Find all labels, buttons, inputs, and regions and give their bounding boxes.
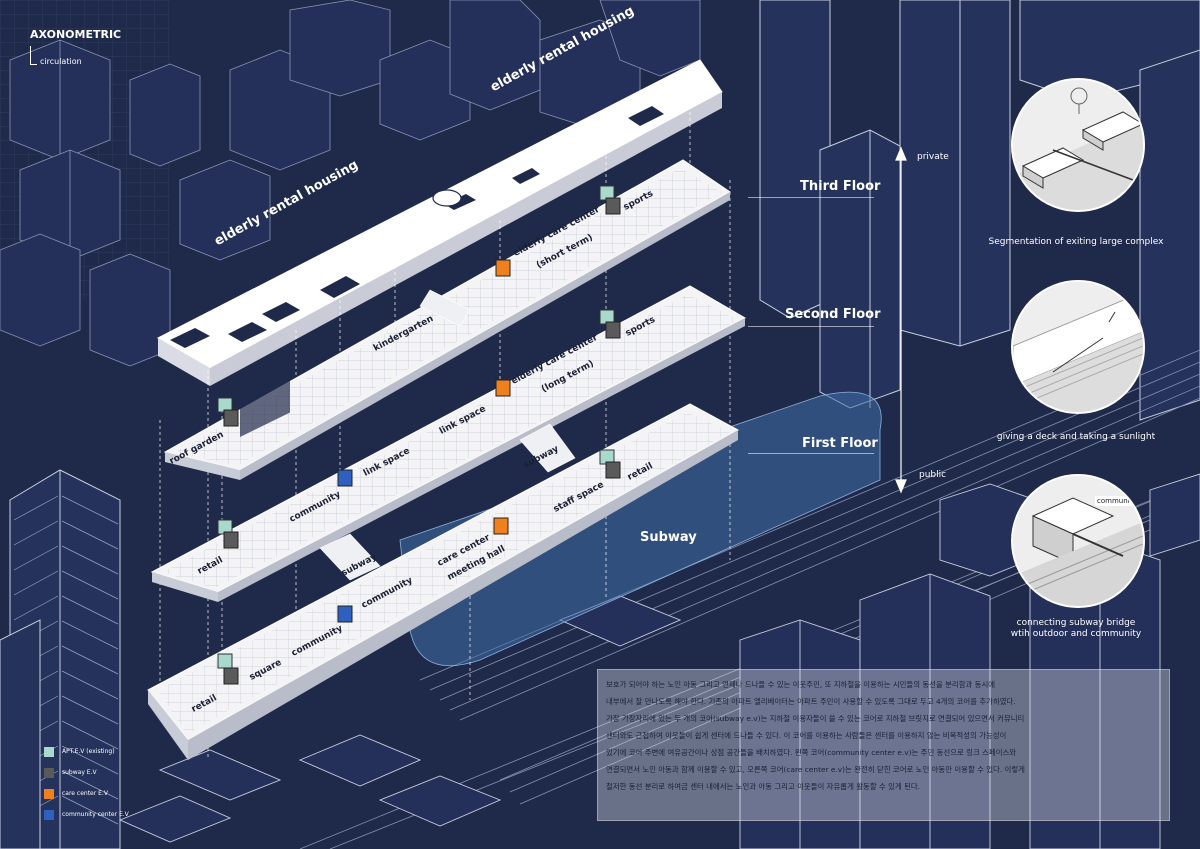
privacy-private-label: private xyxy=(917,152,949,162)
background-city-bottom-left xyxy=(118,595,682,843)
description-line: 가장 가장자리에 있는 두 개의 코어(subway e.v)는 지하철 이용자… xyxy=(606,714,1025,723)
leader-second xyxy=(748,326,874,327)
privacy-arrow xyxy=(895,146,907,494)
first-floor-plate xyxy=(147,403,740,760)
description-line: 있기에 코어 주변에 여유공간이나 상점 공간들을 배치하였다. 왼쪽 코어(c… xyxy=(606,748,1017,757)
description-panel: 보호가 되어야 하는 노인 아동 그리고 언제나 드나들 수 있는 이웃주민, … xyxy=(597,669,1170,821)
left-tower xyxy=(0,469,121,849)
description-line: 연결되면서 노인 아동과 함께 이용할 수 있고, 오른쪽 코어(care ce… xyxy=(606,765,1025,774)
legend-swatch-subway xyxy=(44,768,54,778)
callout-deck-drawing xyxy=(1013,282,1143,412)
callout-bridge-drawing xyxy=(1013,476,1143,606)
privacy-public-label: public xyxy=(919,470,947,480)
page-title: AXONOMETRIC xyxy=(30,28,122,41)
description-line: 보호가 되어야 하는 노인 아동 그리고 언제나 드나들 수 있는 이웃주민, … xyxy=(606,680,996,689)
roof-slab xyxy=(156,59,723,386)
callout-bridge-caption: connecting subway bridge xyxy=(1016,618,1136,628)
label-third-floor: Third Floor xyxy=(800,179,881,194)
legend-label-community: community center E.V xyxy=(62,811,129,818)
page-subtitle: circulation xyxy=(40,57,82,66)
second-floor-plate xyxy=(150,285,747,602)
title-corner-mark xyxy=(30,46,37,65)
background-city-right xyxy=(759,0,1200,421)
leader-first xyxy=(748,453,874,454)
callout-deck-caption: giving a deck and taking a sunlight xyxy=(996,432,1156,442)
callout-segmentation xyxy=(1011,78,1145,212)
background-city-bottom-right xyxy=(739,473,1200,849)
callout-segmentation-drawing xyxy=(1013,80,1143,210)
background-city-left xyxy=(0,0,701,367)
roof-skylight xyxy=(432,189,462,207)
legend-label-care: care center E.V xyxy=(62,790,108,797)
callout-deck xyxy=(1011,280,1145,414)
callout-bridge-caption2: wtih outdoor and community xyxy=(1010,629,1142,639)
callout-bridge: community xyxy=(1011,474,1145,608)
label-second-floor: Second Floor xyxy=(785,307,881,322)
legend-swatch-community xyxy=(44,810,54,820)
subway-tunnel xyxy=(399,391,882,667)
legend-swatch-care xyxy=(44,789,54,799)
legend-label-apt: APT.E.V (existing) xyxy=(62,748,115,755)
elevator-cores xyxy=(217,185,621,685)
description-line: 내부에서 잘 만나도록 해야 한다. 기존의 아파트 엘리베이터는 아파트 주민… xyxy=(606,697,1016,706)
leader-third xyxy=(748,197,874,198)
legend-swatch-apt xyxy=(44,747,54,757)
bridges xyxy=(319,289,576,581)
description-line: 철저한 동선 분리로 하여금 센터 내에서는 노인과 아동 그리고 이웃들이 자… xyxy=(606,782,921,791)
label-first-floor: First Floor xyxy=(802,436,878,451)
callout-segmentation-caption: Segmentation of exiting large complex xyxy=(988,237,1164,247)
label-subway: Subway xyxy=(640,530,697,545)
callout-bridge-label: community xyxy=(1095,496,1139,506)
legend-label-subway: subway E.V xyxy=(62,769,97,776)
description-line: 센터와도 근접하여 이웃들이 쉽게 센터에 드나들 수 있다. 이 코어를 이용… xyxy=(606,731,1007,740)
